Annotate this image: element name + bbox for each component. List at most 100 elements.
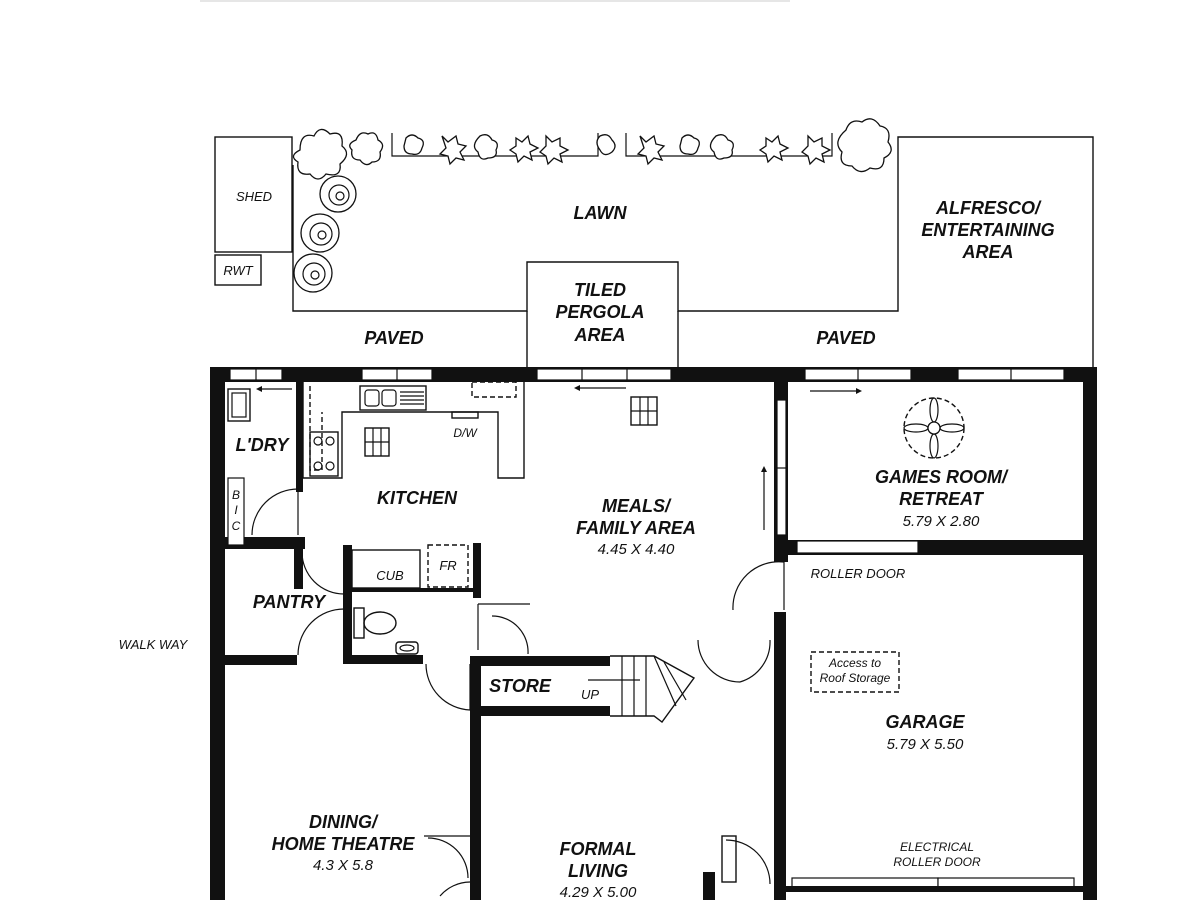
wall-wc-bottom [343, 655, 423, 664]
sink-bowl-2 [381, 389, 397, 407]
arrow-head-icon [574, 385, 580, 391]
roses [293, 175, 357, 293]
sink-bowl-1 [364, 389, 380, 407]
games-label-1: GAMES ROOM/ [875, 467, 1009, 487]
fan-blade [929, 397, 939, 423]
shrub-large-icon [292, 128, 348, 180]
rose-bush-inner [302, 262, 326, 286]
wall-laundry-bottom [225, 537, 305, 549]
rose-bush-core [335, 191, 345, 201]
door-wc [425, 663, 471, 711]
dishwasher [451, 411, 479, 419]
meals-dimensions: 4.45 X 4.40 [598, 541, 675, 558]
fridge-space [427, 544, 469, 588]
walkway-label: WALK WAY [119, 637, 189, 652]
games-label-2: RETREAT [899, 489, 985, 509]
arrow-head-icon [256, 386, 262, 392]
meals-label-1: MEALS/ [602, 496, 672, 516]
paved-left-label: PAVED [364, 328, 423, 348]
pergola-label-1: TILED [574, 280, 626, 300]
windows [227, 368, 1086, 892]
dw-label: D/W [453, 426, 478, 440]
door-double-left [697, 639, 741, 683]
formal-dimensions: 4.29 X 5.00 [560, 884, 637, 900]
roof-access-hatch [810, 651, 900, 693]
shrub-icon [800, 134, 832, 166]
shrub-icon [349, 132, 384, 166]
wall-store-bottom [470, 706, 610, 716]
toilet-cistern [353, 607, 365, 639]
meals-label-2: FAMILY AREA [576, 518, 696, 538]
fan-hub [927, 421, 941, 435]
paved-right-label: PAVED [816, 328, 875, 348]
wall-store-top [470, 656, 610, 666]
rose-bush-core [317, 230, 327, 240]
bic-label-3: C [232, 519, 241, 533]
door-pantry [301, 551, 345, 595]
shrub-icon [538, 134, 570, 166]
store-label: STORE [489, 676, 552, 696]
door-hall [477, 603, 530, 650]
pantry-label: PANTRY [253, 592, 327, 612]
wall-fridge-right [473, 543, 481, 598]
wall-pantry-bottom [225, 655, 297, 665]
kitchen-bench-dash [309, 386, 323, 471]
rose-bush-icon [319, 175, 357, 213]
window-meals [536, 368, 672, 381]
laundry-trough-inner [231, 392, 247, 418]
fr-label: FR [439, 558, 456, 573]
bic-label-2: I [234, 503, 238, 517]
cooktop-burner [313, 461, 323, 471]
stair-tread [663, 661, 687, 701]
wall-entry-post [703, 872, 715, 900]
laundry-side-recess [227, 477, 245, 546]
door-entry [725, 839, 771, 885]
pergola-label-2: PERGOLA [555, 302, 644, 322]
wall-wc-right [343, 588, 479, 592]
electrical-roller-label-2: ROLLER DOOR [893, 855, 981, 869]
rose-bush-icon [293, 253, 333, 293]
wall-garage-left [774, 612, 786, 900]
shrub-icon [508, 134, 540, 164]
cupboard [351, 549, 421, 589]
fixtures [227, 381, 965, 883]
alfresco-label-3: AREA [961, 242, 1013, 262]
arrow-head-icon [856, 388, 862, 394]
shrub-icon [679, 134, 700, 156]
dining-label-1: DINING/ [309, 812, 379, 832]
lawn-label: LAWN [574, 203, 628, 223]
cooktop [309, 431, 339, 477]
cooktop-burner [325, 461, 335, 471]
fan-blade [903, 423, 929, 433]
basin [395, 641, 419, 655]
laundry-trough [227, 388, 251, 422]
cub-label: CUB [376, 568, 404, 583]
arrows [256, 385, 862, 530]
stairs [610, 655, 696, 723]
rwt-label: RWT [223, 263, 253, 278]
dining-dimensions: 4.3 X 5.8 [313, 857, 374, 874]
door-double-right [739, 639, 771, 683]
wall-wc-left [343, 545, 352, 663]
alfresco-label-1: ALFRESCO/ [935, 198, 1042, 218]
formal-label-2: LIVING [568, 861, 628, 881]
door-pantry-2 [297, 608, 345, 656]
shrub-icon [473, 134, 498, 160]
wall-cupboard-top [343, 545, 351, 590]
rose-bush-core [310, 270, 320, 280]
toilet-bowl-icon [363, 611, 397, 635]
dining-label-2: HOME THEATRE [272, 834, 416, 854]
shrub-icon [596, 134, 616, 156]
shrubs [292, 118, 892, 180]
wall-laundry-right [296, 382, 303, 492]
shrub-icon [709, 134, 734, 160]
entry-door-frame [721, 835, 737, 883]
rwt-outline [214, 254, 262, 286]
doors [251, 488, 785, 897]
wall-right [1083, 367, 1097, 900]
yard: SHED RWT LAWN ALFRESCO/ ENTERTAINING ARE… [214, 118, 1094, 367]
rangehood-dash [471, 381, 517, 398]
up-label: UP [581, 687, 599, 702]
roller-door-label: ROLLER DOOR [811, 566, 906, 581]
